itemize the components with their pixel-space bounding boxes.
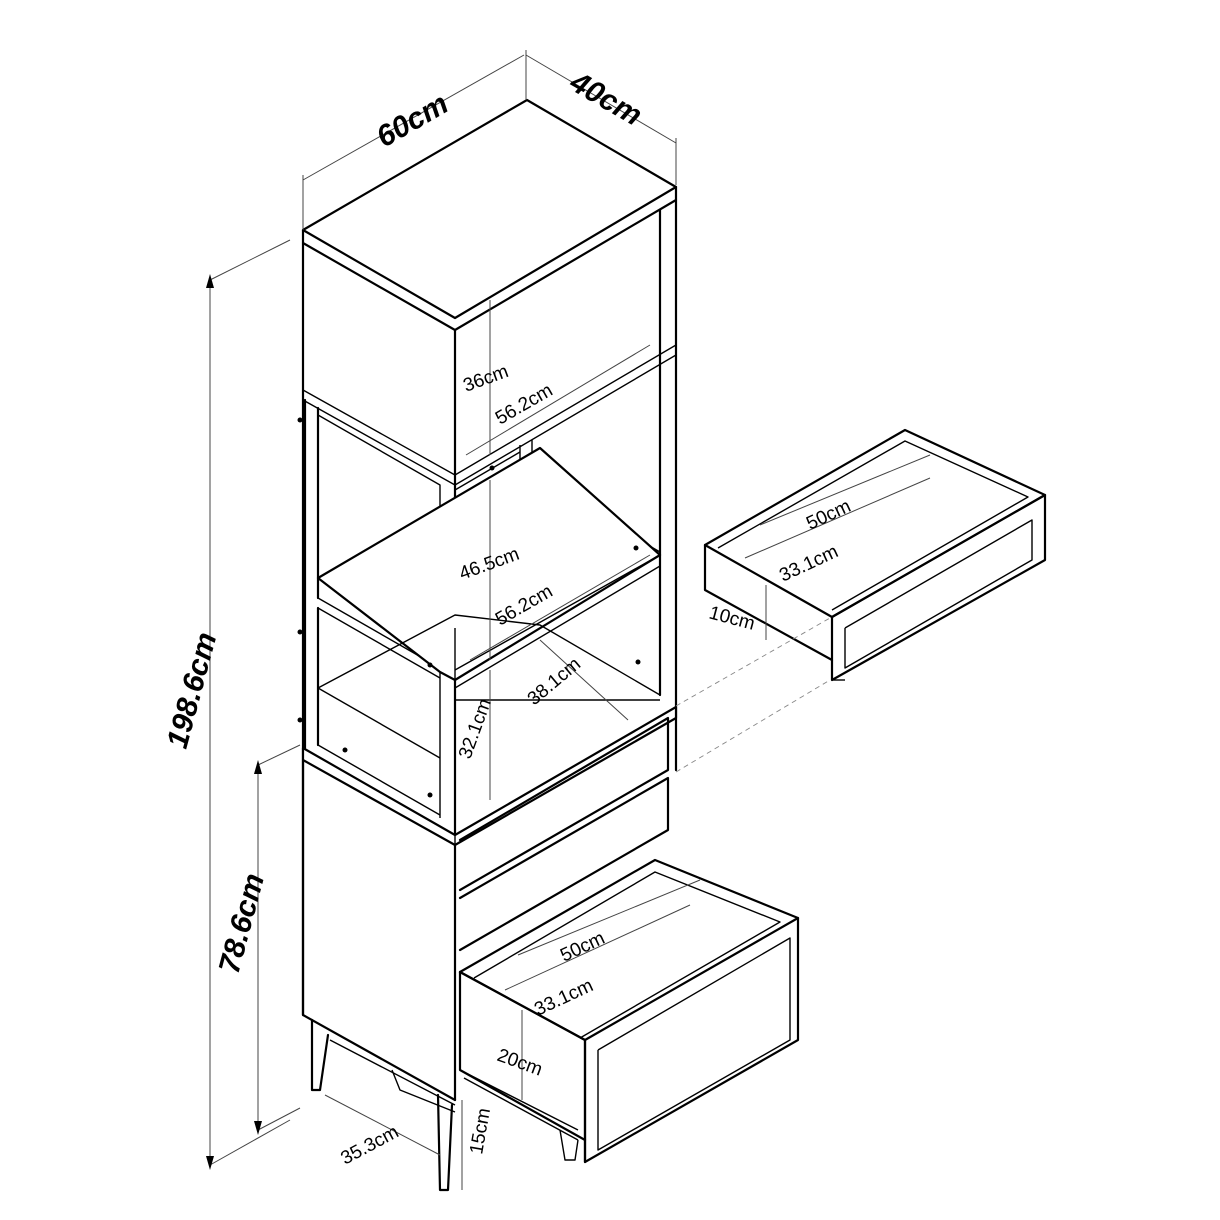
detached-drawer bbox=[675, 428, 1047, 773]
label-top-open-height: 36cm bbox=[461, 361, 512, 397]
label-detached-drawer-height: 10cm bbox=[707, 603, 757, 635]
leg-right-front bbox=[436, 1093, 454, 1192]
bottom-drawer bbox=[458, 858, 800, 1164]
leg-left-front bbox=[310, 1018, 330, 1092]
dimension-lines bbox=[206, 50, 931, 1190]
shelf-pin-holes bbox=[297, 417, 641, 798]
label-leg-height: 15cm bbox=[466, 1106, 495, 1155]
label-leg-spacing: 35.3cm bbox=[337, 1122, 402, 1170]
cabinet-top bbox=[301, 98, 678, 320]
label-depth: 40cm bbox=[564, 65, 648, 132]
label-width: 60cm bbox=[371, 87, 454, 154]
label-lower-height: 78.6cm bbox=[213, 870, 271, 977]
cabinet-body bbox=[297, 98, 678, 1192]
label-lower-open-depth: 38.1cm bbox=[524, 654, 585, 710]
label-top-open-width: 56.2cm bbox=[492, 380, 556, 429]
middle-shelf bbox=[316, 446, 662, 682]
label-total-height: 198.6cm bbox=[161, 629, 224, 752]
label-bottom-drawer-height: 20cm bbox=[494, 1045, 545, 1081]
cabinet-left-side bbox=[301, 241, 457, 1102]
